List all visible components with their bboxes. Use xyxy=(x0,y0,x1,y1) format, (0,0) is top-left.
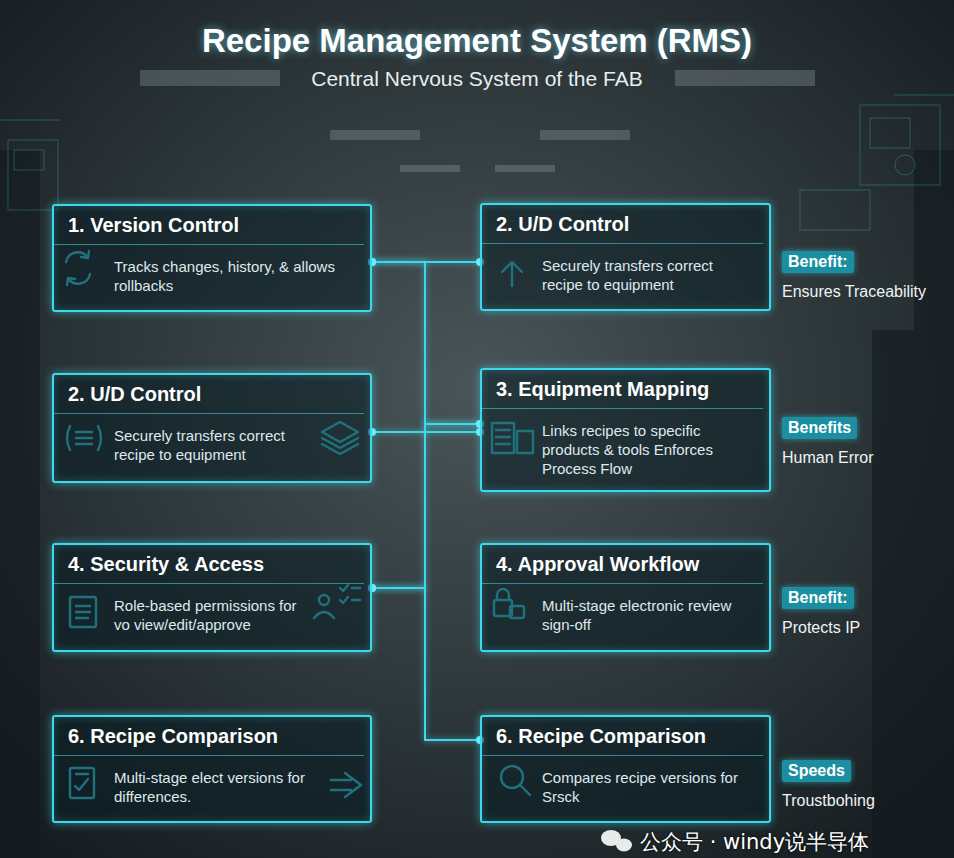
benefit-label: Benefits xyxy=(782,417,857,439)
benefit-text: Protects IP xyxy=(782,619,946,637)
benefit-tag: BenefitsHuman Error xyxy=(782,417,946,467)
box-body: Compares recipe versions for Srsck xyxy=(482,756,769,806)
box-heading: 1. Version Control xyxy=(54,206,364,245)
box-body: Role-based permissions for vo view/edit/… xyxy=(54,584,370,634)
box-heading: 2. U/D Control xyxy=(54,375,364,414)
benefit-tag: Benefit: Ensures Traceability xyxy=(782,251,946,301)
box-heading: 6. Recipe Comparison xyxy=(54,717,364,756)
box-body: Tracks changes, history, & allows rollba… xyxy=(54,245,370,295)
box-heading: 3. Equipment Mapping xyxy=(482,370,763,409)
box-body: Securely transfers correct recipe to equ… xyxy=(54,414,370,464)
box-body: Multi-stage elect versions for differenc… xyxy=(54,756,370,806)
benefit-label: Benefit: xyxy=(782,251,854,273)
box-heading: 6. Recipe Comparison xyxy=(482,717,763,756)
feature-box: 2. U/D ControlSecurely transfers correct… xyxy=(480,203,771,311)
feature-box: 2. U/D ControlSecurely transfers correct… xyxy=(52,373,372,483)
benefit-text: Human Error xyxy=(782,449,946,467)
diagram-title: Recipe Management System (RMS) xyxy=(0,22,954,60)
feature-box: 3. Equipment MappingLinks recipes to spe… xyxy=(480,368,771,492)
benefit-tag: Benefit: Protects IP xyxy=(782,587,946,637)
connector-line xyxy=(372,424,480,588)
feature-box: 6. Recipe ComparisonCompares recipe vers… xyxy=(480,715,771,823)
connector-line xyxy=(372,262,480,424)
feature-box: 4. Approval WorkflowMulti-stage electron… xyxy=(480,543,771,652)
box-body: Securely transfers correct recipe to equ… xyxy=(482,244,769,294)
box-heading: 4. Security & Access xyxy=(54,545,364,584)
box-body: Links recipes to specific products & too… xyxy=(482,409,769,478)
benefit-text: Troustbohing xyxy=(782,792,946,810)
subtitle: Central Nervous System of the FAB xyxy=(0,67,954,91)
benefit-text: Ensures Traceability xyxy=(782,283,946,301)
watermark: 公众号 · windy说半导体 xyxy=(640,828,869,856)
feature-box: 4. Security & AccessRole-based permissio… xyxy=(52,543,372,652)
feature-box: 1. Version ControlTracks changes, histor… xyxy=(52,204,372,312)
box-body: Multi-stage electronic review sign-off xyxy=(482,584,769,634)
benefit-tag: SpeedsTroustbohing xyxy=(782,760,946,810)
box-heading: 2. U/D Control xyxy=(482,205,763,244)
connector-line xyxy=(372,588,480,740)
benefit-label: Speeds xyxy=(782,760,851,782)
benefit-label: Benefit: xyxy=(782,587,854,609)
box-heading: 4. Approval Workflow xyxy=(482,545,763,584)
feature-box: 6. Recipe ComparisonMulti-stage elect ve… xyxy=(52,715,372,823)
